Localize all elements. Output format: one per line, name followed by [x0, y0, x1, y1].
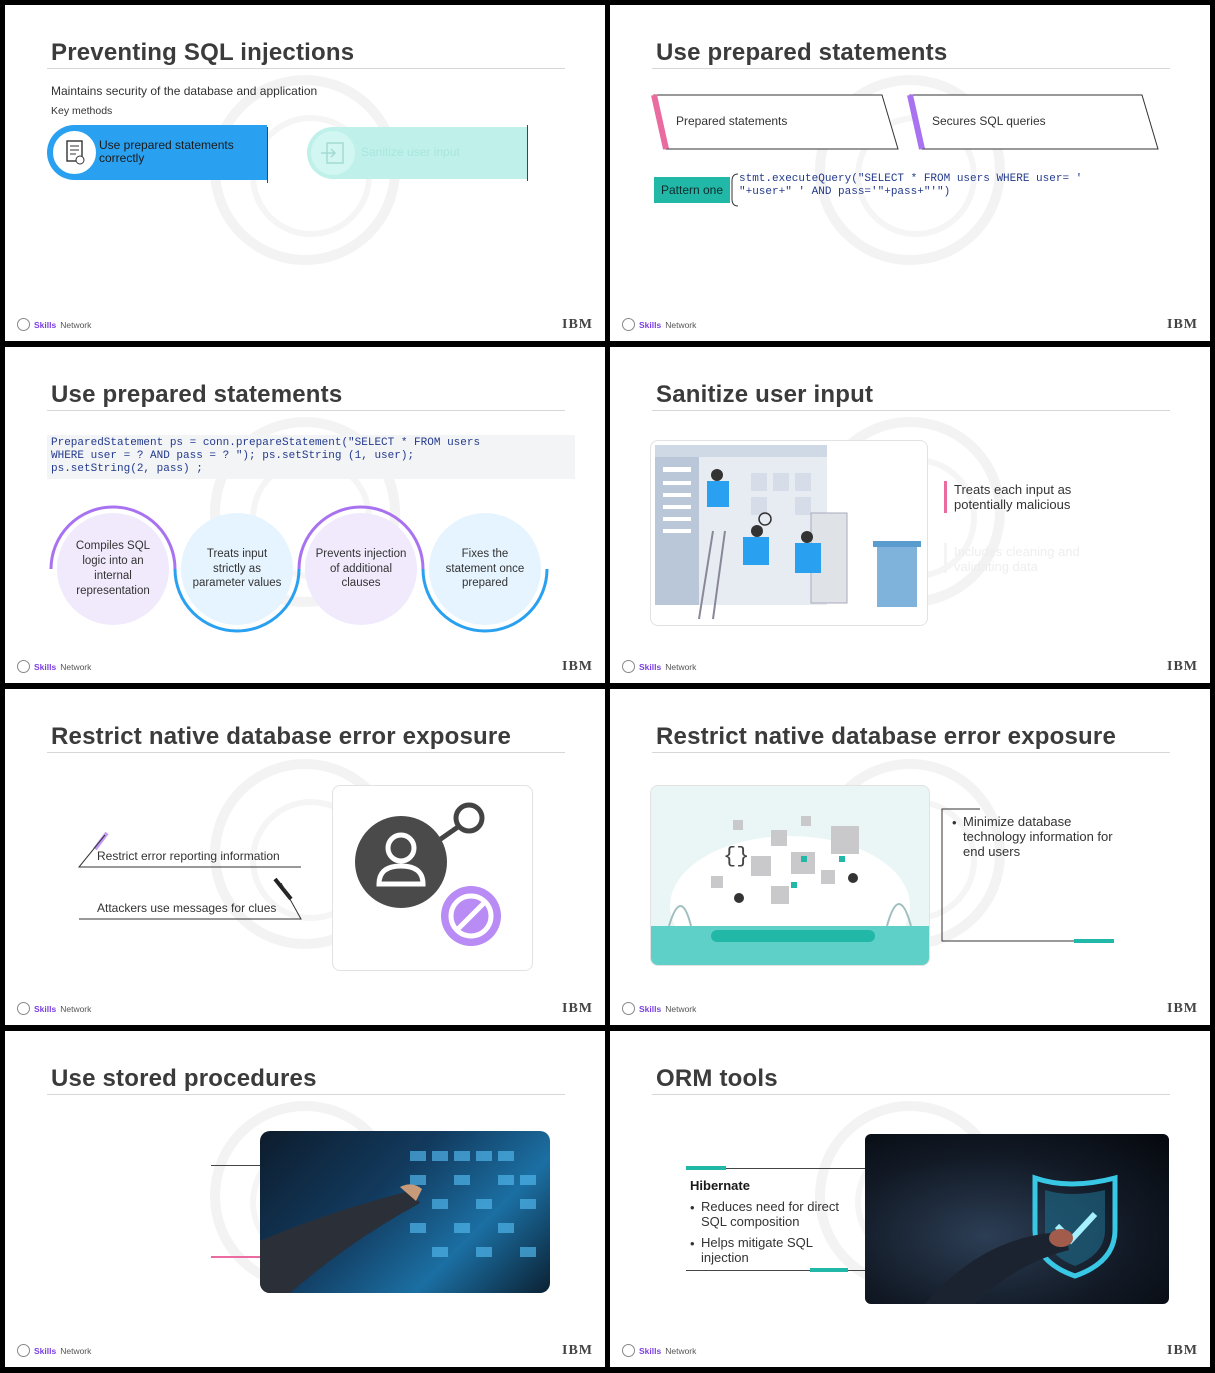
illustration-card: {} — [650, 785, 930, 966]
illustration-card — [650, 440, 928, 626]
slide-restrict-error-exposure-2[interactable]: Restrict native database error exposure … — [610, 689, 1210, 1025]
orm-bullet: Helps mitigate SQL injection — [701, 1235, 813, 1265]
slide-orm-tools[interactable]: ORM tools Hibernate • Reduces need for d… — [610, 1031, 1210, 1367]
method-sanitize-input[interactable]: Sanitize user input — [307, 127, 527, 179]
title-divider — [47, 410, 565, 411]
point-marker — [944, 543, 947, 573]
ibm-logo: IBM — [1167, 317, 1198, 332]
accent-bar — [810, 1268, 848, 1272]
data-cleanup-illustration: {} — [651, 816, 929, 965]
skills-network-logo: Skills Network — [17, 1002, 91, 1015]
login-icon — [311, 131, 355, 175]
step-compiles: Compiles SQL logic into an internal repr… — [57, 513, 169, 625]
method-prepared-statements[interactable]: Use prepared statements correctly — [47, 125, 267, 180]
code-bracket — [731, 173, 739, 207]
step-arcs — [49, 505, 549, 633]
title-divider — [652, 410, 1170, 411]
method-label: Sanitize user input — [361, 145, 460, 159]
skills-network-logo: Skills Network — [17, 1344, 91, 1357]
restrict-reporting-item: Restrict error reporting information — [97, 849, 280, 863]
skills-network-logo: Skills Network — [17, 318, 91, 331]
skills-network-logo: Skills Network — [622, 660, 696, 673]
slide-title: Preventing SQL injections — [51, 39, 355, 66]
callout-frame — [941, 808, 1114, 943]
server-rack-graphic — [260, 1151, 536, 1293]
bullet-dot: • — [952, 815, 957, 830]
security-shield-photo — [865, 1134, 1169, 1304]
step-prevents: Prevents injection of additional clauses — [305, 513, 417, 625]
slide-restrict-error-exposure[interactable]: Restrict native database error exposure … — [5, 689, 605, 1025]
cleaning-illustration — [655, 445, 921, 620]
key-methods-label: Key methods — [51, 105, 113, 117]
top-rule — [686, 1168, 866, 1169]
ibm-logo: IBM — [1167, 659, 1198, 674]
secures-sql-box: Secures SQL queries — [932, 114, 1046, 128]
accent-bar — [686, 1166, 726, 1170]
slide-use-prepared-statements[interactable]: Use prepared statements Prepared stateme… — [610, 5, 1210, 341]
pill-divider — [527, 125, 528, 181]
connector-line — [211, 1165, 261, 1166]
step-treats-input: Treats input strictly as parameter value… — [181, 513, 293, 625]
point-malicious: Treats each input as potentially malicio… — [954, 482, 1072, 512]
title-divider — [47, 68, 565, 69]
step-fixes: Fixes the statement once prepared — [429, 513, 541, 625]
document-icon — [50, 128, 99, 177]
pill-divider — [267, 127, 268, 183]
ibm-logo: IBM — [562, 317, 593, 332]
slide-title: Use stored procedures — [51, 1065, 317, 1092]
connector-line — [211, 1256, 261, 1258]
slide-stored-procedures[interactable]: Use stored procedures Skills Network IBM — [5, 1031, 605, 1367]
ibm-logo: IBM — [1167, 1001, 1198, 1016]
title-divider — [652, 68, 1170, 69]
svg-text:{}: {} — [723, 844, 749, 869]
point-marker — [944, 481, 947, 513]
list-lines — [77, 831, 302, 920]
bottom-rule — [686, 1270, 866, 1271]
slide-title: Use prepared statements — [656, 39, 948, 66]
bullet-dot: • — [690, 1236, 695, 1251]
slide-preventing-sql-injections[interactable]: Preventing SQL injections Maintains secu… — [5, 5, 605, 341]
user-blocked-icon — [355, 802, 505, 950]
ibm-logo: IBM — [562, 1001, 593, 1016]
title-divider — [652, 752, 1170, 753]
slide-title: Sanitize user input — [656, 381, 874, 408]
slide-title: ORM tools — [656, 1065, 778, 1092]
prepared-statements-box: Prepared statements — [676, 114, 788, 128]
title-divider — [47, 1094, 565, 1095]
skills-network-logo: Skills Network — [17, 660, 91, 673]
slide-prepared-statements-code[interactable]: Use prepared statements PreparedStatemen… — [5, 347, 605, 683]
icon-card — [332, 785, 533, 971]
shield-graphic — [925, 1174, 1118, 1304]
ibm-logo: IBM — [1167, 1343, 1198, 1358]
server-rack-photo — [260, 1131, 550, 1293]
slide-subtitle: Maintains security of the database and a… — [51, 84, 318, 98]
skills-network-logo: Skills Network — [622, 318, 696, 331]
skills-network-logo: Skills Network — [622, 1344, 696, 1357]
attackers-clues-item: Attackers use messages for clues — [97, 901, 277, 915]
title-divider — [47, 752, 565, 753]
code-block: PreparedStatement ps = conn.prepareState… — [47, 435, 575, 479]
slide-title: Restrict native database error exposure — [656, 723, 1116, 750]
point-cleaning: Includes cleaning and validating data — [954, 544, 1080, 574]
code-snippet: stmt.executeQuery("SELECT * FROM users W… — [739, 173, 1083, 199]
method-label: Use prepared statements correctly — [99, 138, 234, 166]
bullet-dot: • — [690, 1200, 695, 1215]
concept-boxes — [651, 94, 1159, 150]
skills-network-logo: Skills Network — [622, 1002, 696, 1015]
orm-bullet: Reduces need for direct SQL composition — [701, 1199, 840, 1229]
slide-sanitize-user-input[interactable]: Sanitize user input — [610, 347, 1210, 683]
ibm-logo: IBM — [562, 1343, 593, 1358]
pattern-one-label: Pattern one — [654, 177, 730, 203]
minimize-info-bullet: Minimize database technology information… — [963, 814, 1113, 859]
ibm-logo: IBM — [562, 659, 593, 674]
hibernate-heading: Hibernate — [690, 1178, 750, 1193]
title-divider — [652, 1094, 1170, 1095]
slide-title: Restrict native database error exposure — [51, 723, 511, 750]
slide-title: Use prepared statements — [51, 381, 343, 408]
